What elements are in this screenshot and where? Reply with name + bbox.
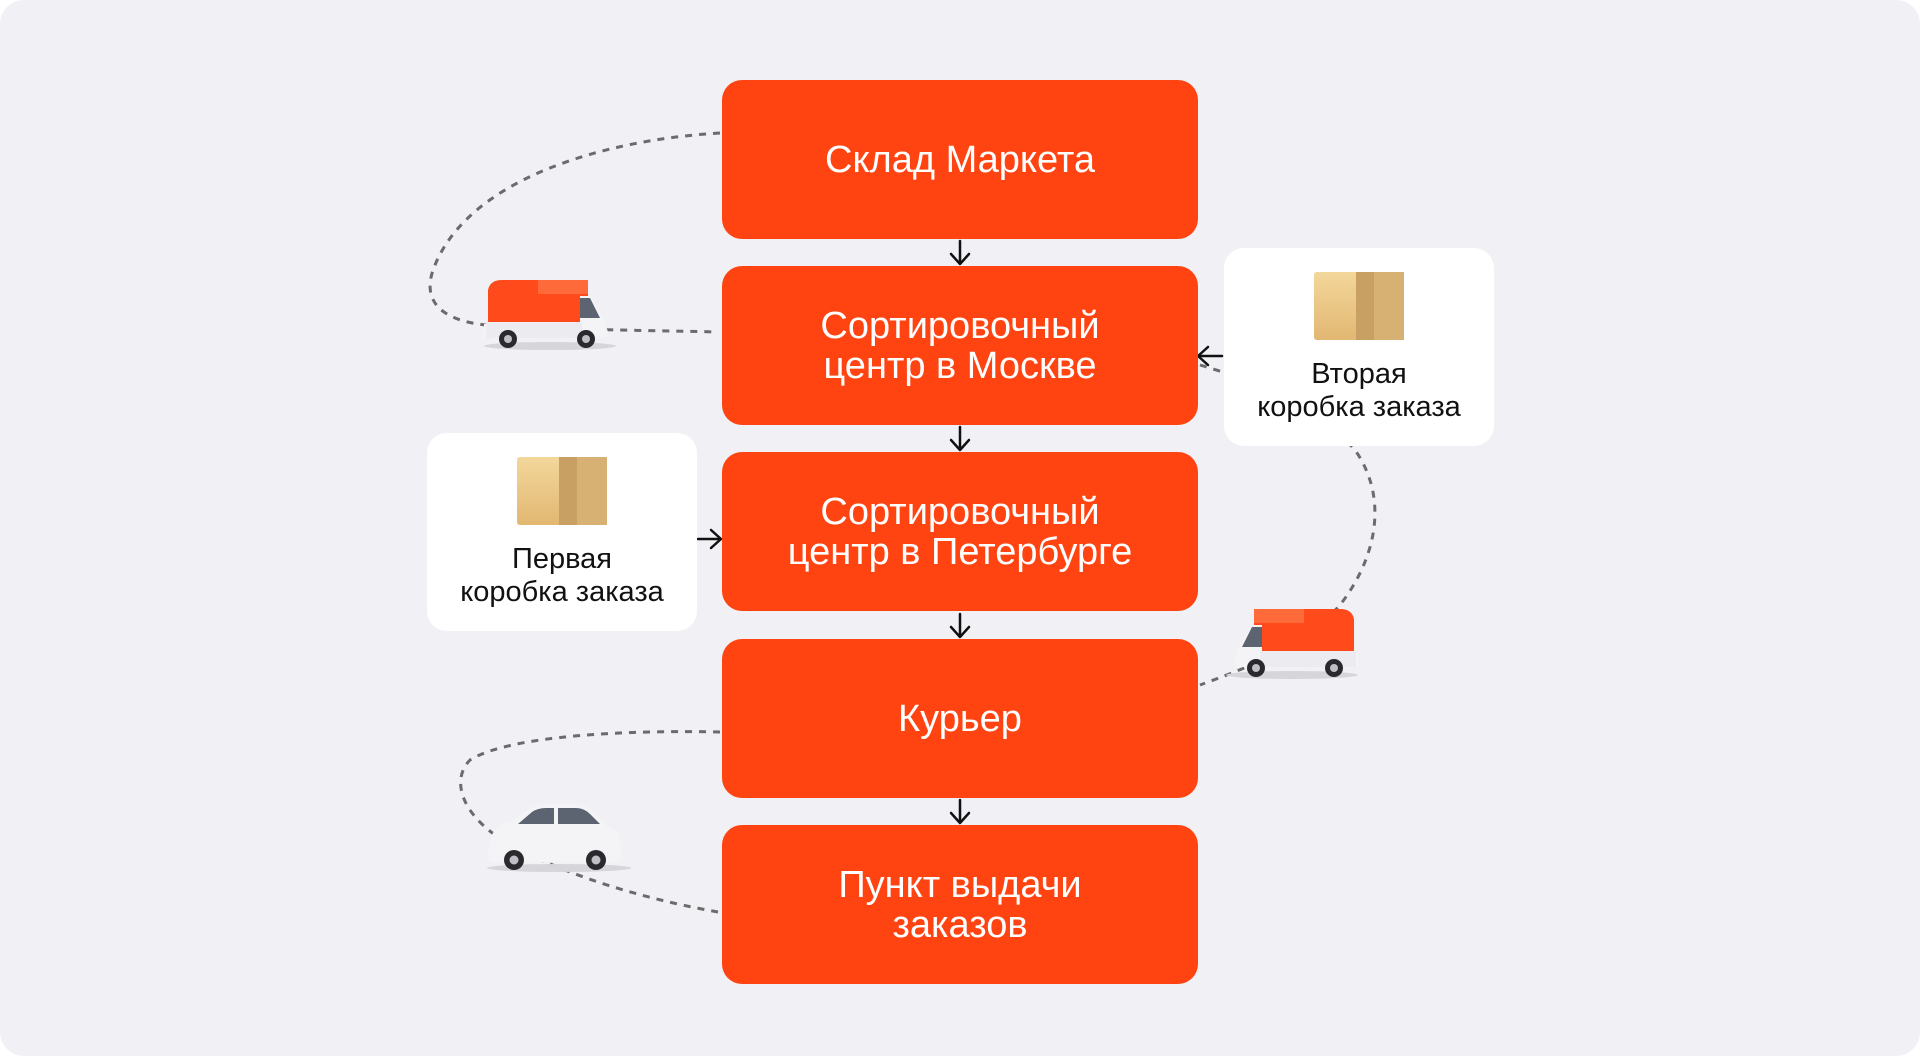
arrow-right-icon <box>696 528 723 550</box>
second-box-label: Вторая коробка заказа <box>1257 358 1461 423</box>
box-icon <box>517 457 607 525</box>
step-warehouse: Склад Маркета <box>722 80 1198 239</box>
step-pickup: Пункт выдачи заказов <box>722 825 1198 984</box>
step-warehouse-label: Склад Маркета <box>825 138 1095 181</box>
truck-icon <box>484 280 616 350</box>
arrow-left-icon <box>1196 345 1224 367</box>
first-box-label: Первая коробка заказа <box>460 543 664 608</box>
car-icon <box>487 804 631 872</box>
route-courier-to-pickup <box>459 730 721 914</box>
step-courier: Курьер <box>722 639 1198 798</box>
step-sort-moscow-label: Сортировочный центр в Москве <box>820 304 1100 387</box>
route-moscow-to-spb <box>1199 363 1377 687</box>
first-box-card: Первая коробка заказа <box>427 433 697 631</box>
step-courier-label: Курьер <box>898 697 1022 740</box>
arrow-down-icon <box>949 612 971 639</box>
step-sort-spb-label: Сортировочный центр в Петербурге <box>787 490 1133 573</box>
step-sort-moscow: Сортировочный центр в Москве <box>722 266 1198 425</box>
arrow-down-icon <box>949 798 971 825</box>
step-pickup-label: Пункт выдачи заказов <box>838 863 1082 946</box>
step-sort-spb: Сортировочный центр в Петербурге <box>722 452 1198 611</box>
arrow-down-icon <box>949 239 971 266</box>
arrow-down-icon <box>949 425 971 452</box>
box-icon <box>1314 272 1404 340</box>
route-warehouse-to-moscow <box>428 131 721 334</box>
second-box-card: Вторая коробка заказа <box>1224 248 1494 446</box>
truck-icon <box>1226 609 1358 679</box>
